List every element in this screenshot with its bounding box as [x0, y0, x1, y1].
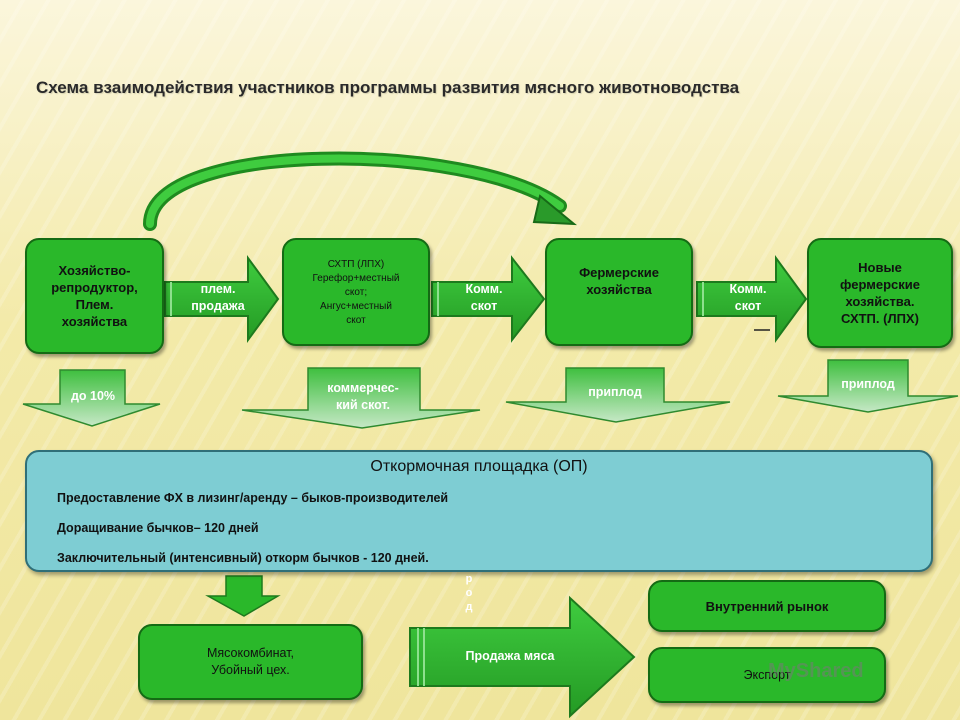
- box-eksport: Экспорт: [648, 647, 886, 703]
- label-prodazha-myasa: Продажа мяса: [465, 649, 555, 663]
- vertical-text: р о д: [465, 573, 473, 613]
- label-priplod-2: приплод: [841, 377, 895, 391]
- op-line-3: Заключительный (интенсивный) откорм бычк…: [57, 551, 429, 565]
- op-line-2: Доращивание бычков– 120 дней: [57, 521, 259, 535]
- box-skhtp: СХТП (ЛПХ) Герефор+местный скот; Ангус+м…: [282, 238, 430, 346]
- down-arrow-4: [777, 359, 959, 413]
- down-arrow-meat: [205, 575, 281, 617]
- curved-arrow: [143, 151, 567, 231]
- label-plem-prodazha: плем. продажа: [191, 282, 245, 313]
- box-novye: Новые фермерские хозяйства. СХТП. (ЛПХ): [807, 238, 953, 348]
- arrow-komm-skot-2: [696, 254, 808, 344]
- box-skhtp-text: СХТП (ЛПХ) Герефор+местный скот; Ангус+м…: [312, 259, 400, 326]
- op-panel: Откормочная площадка (ОП) Предоставление…: [25, 450, 933, 572]
- down-arrow-3: [505, 367, 731, 423]
- op-line-1: Предоставление ФХ в лизинг/аренду – быко…: [57, 491, 449, 505]
- label-komm-skot-2: Комм. скот: [729, 282, 767, 313]
- slide-title: Схема взаимодействия участников программ…: [36, 78, 740, 97]
- box-reproduktor-text: Хозяйство- репродуктор, Плем. хозяйства: [51, 263, 138, 329]
- arrow-plem-prodazha: [164, 254, 280, 344]
- label-kommercheskiy: коммерчес- кий скот.: [327, 381, 399, 412]
- op-title: Откормочная площадка (ОП): [370, 458, 588, 475]
- arrow-komm-skot-1: [431, 255, 546, 343]
- down-arrow-1: [22, 369, 161, 427]
- box-eksport-text: Экспорт: [743, 668, 791, 682]
- box-fermerskie-text: Фермерские хозяйства: [579, 265, 659, 297]
- box-reproduktor: Хозяйство- репродуктор, Плем. хозяйства: [25, 238, 164, 354]
- watermark: MyShared: [768, 660, 864, 682]
- box-vnutrenniy-rynok-text: Внутренний рынок: [705, 598, 829, 614]
- box-myasokombinat-text: Мясокомбинат, Убойный цех.: [206, 646, 295, 677]
- down-arrow-2: [241, 367, 481, 429]
- curved-arrow-inner: [146, 154, 564, 228]
- box-vnutrenniy-rynok: Внутренний рынок: [648, 580, 886, 632]
- box-fermerskie: Фермерские хозяйства: [545, 238, 693, 346]
- box-novye-text: Новые фермерские хозяйства. СХТП. (ЛПХ): [840, 260, 920, 326]
- arrow-prodazha-myasa: [409, 595, 636, 719]
- curved-arrow-head: [532, 194, 577, 226]
- box-myasokombinat: Мясокомбинат, Убойный цех.: [138, 624, 363, 700]
- label-do-10: до 10%: [70, 389, 116, 403]
- label-komm-skot-1: Комм. скот: [465, 282, 503, 313]
- label-priplod-1: приплод: [588, 385, 642, 399]
